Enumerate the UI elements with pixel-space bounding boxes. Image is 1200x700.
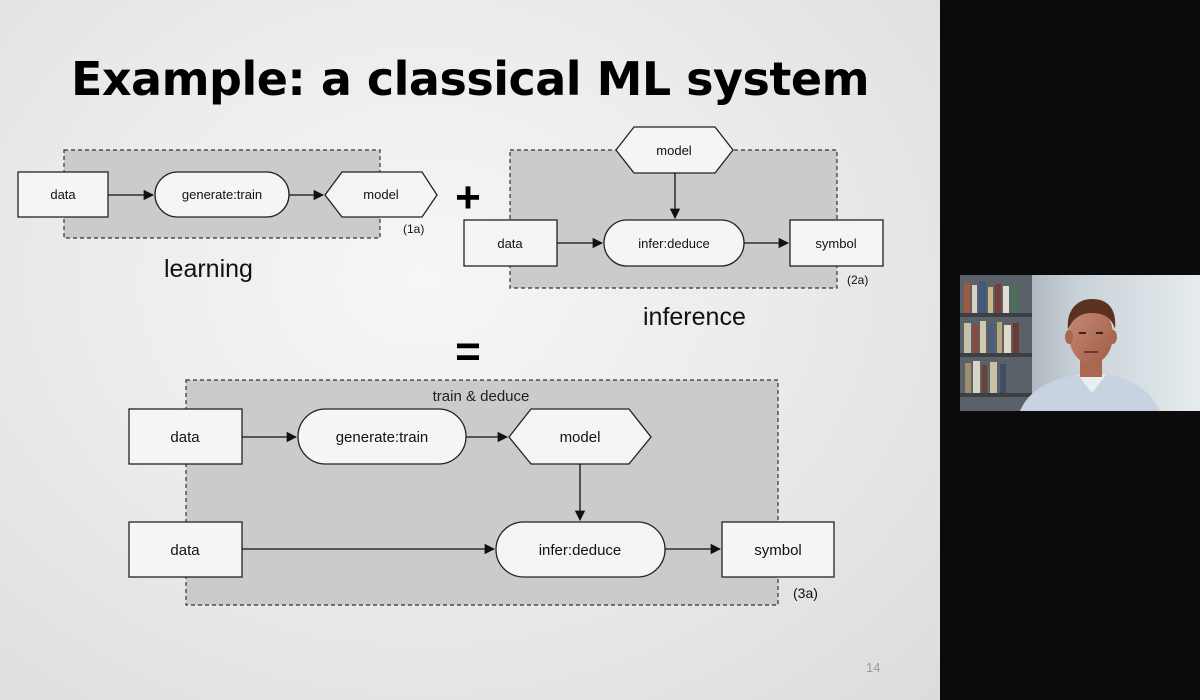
slide-title: Example: a classical ML system [70,52,870,106]
learning-process-label: generate:train [182,187,262,202]
learning-model-label: model [363,187,399,202]
inference-data-label: data [497,236,523,251]
inference-model-label: model [656,143,692,158]
combined-data-box-1 [128,408,243,465]
inference-symbol-label: symbol [815,236,856,251]
combined-model-hexagon [508,408,652,465]
plus-sign: + [455,173,481,222]
ml-system-diagram: data generate:train model (1a) learning … [17,126,884,675]
combined-data-box-2 [128,521,243,578]
learning-model-hexagon [324,171,438,218]
combined-symbol-box [721,521,835,578]
inference-tag: (2a) [847,273,868,287]
inference-process-label: infer:deduce [638,236,710,251]
inference-data-box [463,219,558,267]
webcam-frame-image [960,275,1200,411]
webcam-video-feed[interactable] [960,275,1200,411]
combined-deduce-label: infer:deduce [539,542,622,559]
combined-data-label-2: data [170,542,200,559]
combined-tag: (3a) [793,585,818,601]
inference-caption: inference [643,303,746,331]
learning-data-label: data [50,187,76,202]
inference-model-hexagon [615,126,734,174]
combined-group [185,379,779,606]
combined-symbol-label: symbol [754,542,802,559]
combined-model-label: model [560,429,601,446]
learning-tag: (1a) [403,222,424,236]
presentation-slide: Example: a classical ML system data gene… [0,0,940,700]
combined-group-label: train & deduce [433,388,530,405]
learning-data-box [17,171,109,218]
combined-data-label-1: data [170,429,200,446]
equals-sign: = [455,327,481,376]
inference-symbol-box [789,219,884,267]
combined-train-label: generate:train [336,429,429,446]
learning-caption: learning [164,255,253,283]
page-number: 14 [866,660,880,675]
